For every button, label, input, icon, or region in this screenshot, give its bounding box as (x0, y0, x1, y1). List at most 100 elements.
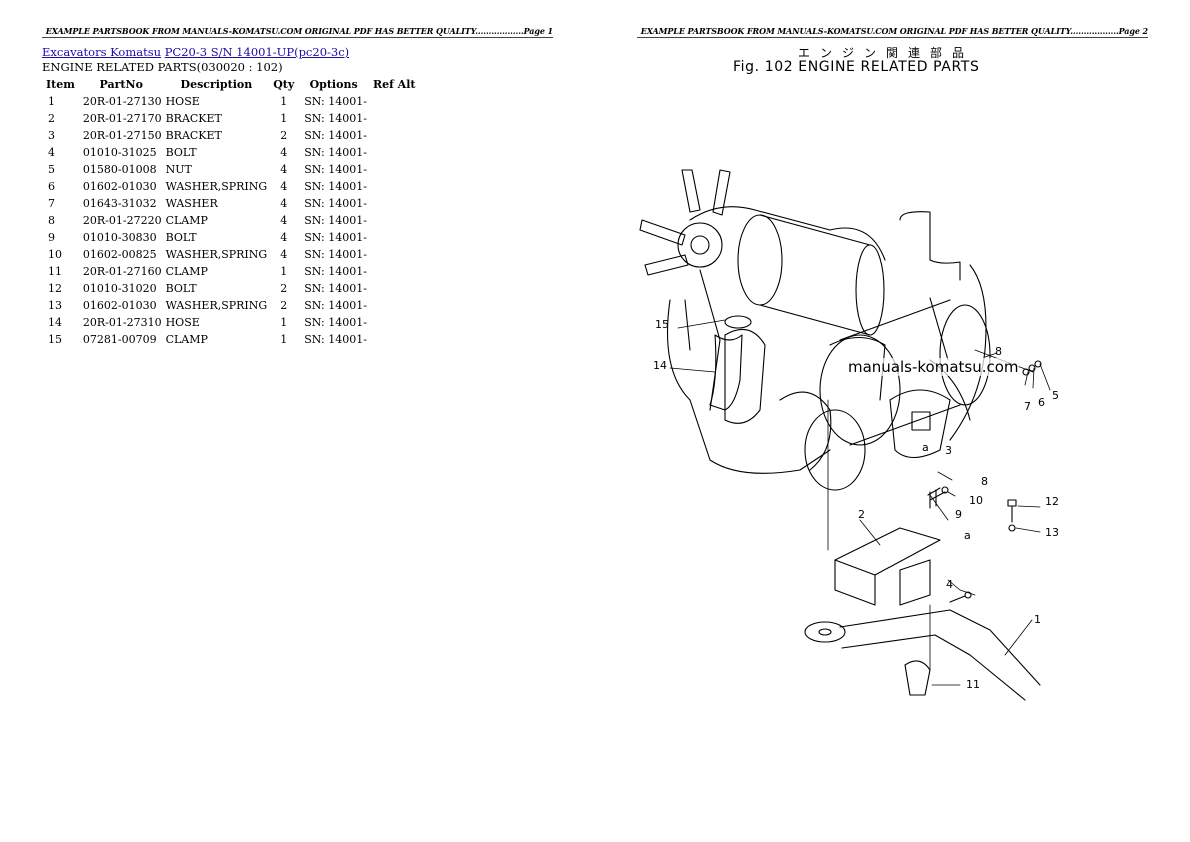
bracket-2-drawing (834, 527, 941, 606)
fan-drawing (639, 169, 731, 276)
callout-10: 10 (969, 494, 983, 507)
callout-2: 2 (858, 508, 865, 521)
cell-options: SN: 14001- (304, 231, 367, 244)
cell-item: 4 (48, 146, 55, 159)
cell-qty: 1 (280, 333, 288, 346)
table-header-row: Item PartNo Description Qty Options Ref … (42, 76, 419, 93)
cell-qty: 1 (280, 95, 288, 108)
callout-11: 11 (966, 678, 980, 691)
cell-qty: 4 (280, 231, 288, 244)
cell-options: SN: 14001- (304, 112, 367, 125)
cell-ref-alt (369, 93, 420, 110)
column-header-qty: Qty (273, 77, 295, 91)
callout-8-bottom: 8 (981, 475, 988, 488)
breadcrumb-link-excavators[interactable]: Excavators Komatsu (42, 45, 162, 59)
callout-14: 14 (653, 359, 667, 372)
cell-partno: 01602-01030 (82, 180, 157, 193)
cell-description: BOLT (165, 282, 197, 295)
callout-12: 12 (1045, 495, 1059, 508)
cell-ref-alt (369, 144, 420, 161)
cell-ref-alt (369, 110, 420, 127)
section-title: ENGINE RELATED PARTS(030020 : 102) (42, 60, 283, 74)
cell-qty: 4 (280, 163, 288, 176)
cell-item: 7 (48, 197, 55, 210)
cell-partno: 20R-01-27130 (82, 95, 162, 108)
figure-japanese-title: エンジン関連部品 (798, 46, 975, 60)
cell-item: 6 (48, 180, 55, 193)
cell-options: SN: 14001- (304, 333, 367, 346)
cell-item: 8 (48, 214, 55, 227)
engine-parts-diagram (639, 169, 1051, 701)
column-header-options: Options (309, 77, 358, 91)
cell-item: 3 (48, 129, 55, 142)
cell-options: SN: 14001- (304, 282, 367, 295)
cell-partno: 20R-01-27170 (82, 112, 162, 125)
cell-item: 15 (48, 333, 62, 346)
cell-description: WASHER (165, 197, 218, 210)
cell-description: BRACKET (165, 129, 222, 142)
cell-description: WASHER,SPRING (165, 180, 268, 193)
cell-options: SN: 14001- (304, 214, 367, 227)
cell-item: 9 (48, 231, 55, 244)
breadcrumb-link-model[interactable]: PC20-3 S/N 14001-UP(pc20-3c) (164, 45, 350, 59)
cell-qty: 4 (280, 197, 288, 210)
cell-options: SN: 14001- (304, 129, 367, 142)
cell-options: SN: 14001- (304, 299, 367, 312)
cell-qty: 1 (280, 316, 288, 329)
cell-description: CLAMP (165, 265, 208, 278)
column-header-partno: PartNo (99, 77, 143, 91)
cell-qty: 2 (280, 129, 288, 142)
cell-partno: 01643-31032 (82, 197, 157, 210)
cell-qty: 2 (280, 282, 288, 295)
cell-ref-alt (369, 314, 420, 331)
cell-ref-alt (369, 331, 420, 348)
cell-description: HOSE (165, 95, 200, 108)
cell-options: SN: 14001- (304, 146, 367, 159)
cell-item: 12 (48, 282, 62, 295)
callout-a-upper: a (922, 441, 929, 454)
cell-options: SN: 14001- (304, 180, 367, 193)
column-header-item: Item (46, 77, 75, 91)
cell-partno: 20R-01-27310 (82, 316, 162, 329)
cell-description: NUT (165, 163, 192, 176)
cell-ref-alt (369, 161, 420, 178)
cell-partno: 07281-00709 (82, 333, 157, 346)
cell-ref-alt (369, 280, 420, 297)
cell-qty: 4 (280, 248, 288, 261)
cell-ref-alt (369, 297, 420, 314)
cell-ref-alt (369, 195, 420, 212)
exhaust-pipe-drawing (804, 609, 1041, 701)
cell-partno: 20R-01-27220 (82, 214, 162, 227)
cell-options: SN: 14001- (304, 248, 367, 261)
cell-item: 1 (48, 95, 55, 108)
cell-partno: 01602-00825 (82, 248, 157, 261)
cell-ref-alt (369, 263, 420, 280)
table-row: 6 01602-01030 WASHER,SPRING 4 SN: 14001- (42, 178, 419, 195)
cell-options: SN: 14001- (304, 265, 367, 278)
callout-1: 1 (1034, 613, 1041, 626)
cell-description: CLAMP (165, 214, 208, 227)
cell-qty: 4 (280, 180, 288, 193)
cell-qty: 4 (280, 146, 288, 159)
cell-description: BOLT (165, 231, 197, 244)
cell-partno: 01010-31025 (82, 146, 157, 159)
cell-item: 14 (48, 316, 62, 329)
muffler-lower-drawing (819, 297, 991, 459)
cell-options: SN: 14001- (304, 163, 367, 176)
cell-ref-alt (369, 246, 420, 263)
callout-7: 7 (1024, 400, 1031, 413)
callout-a-lower: a (964, 529, 971, 542)
callout-13: 13 (1045, 526, 1059, 539)
